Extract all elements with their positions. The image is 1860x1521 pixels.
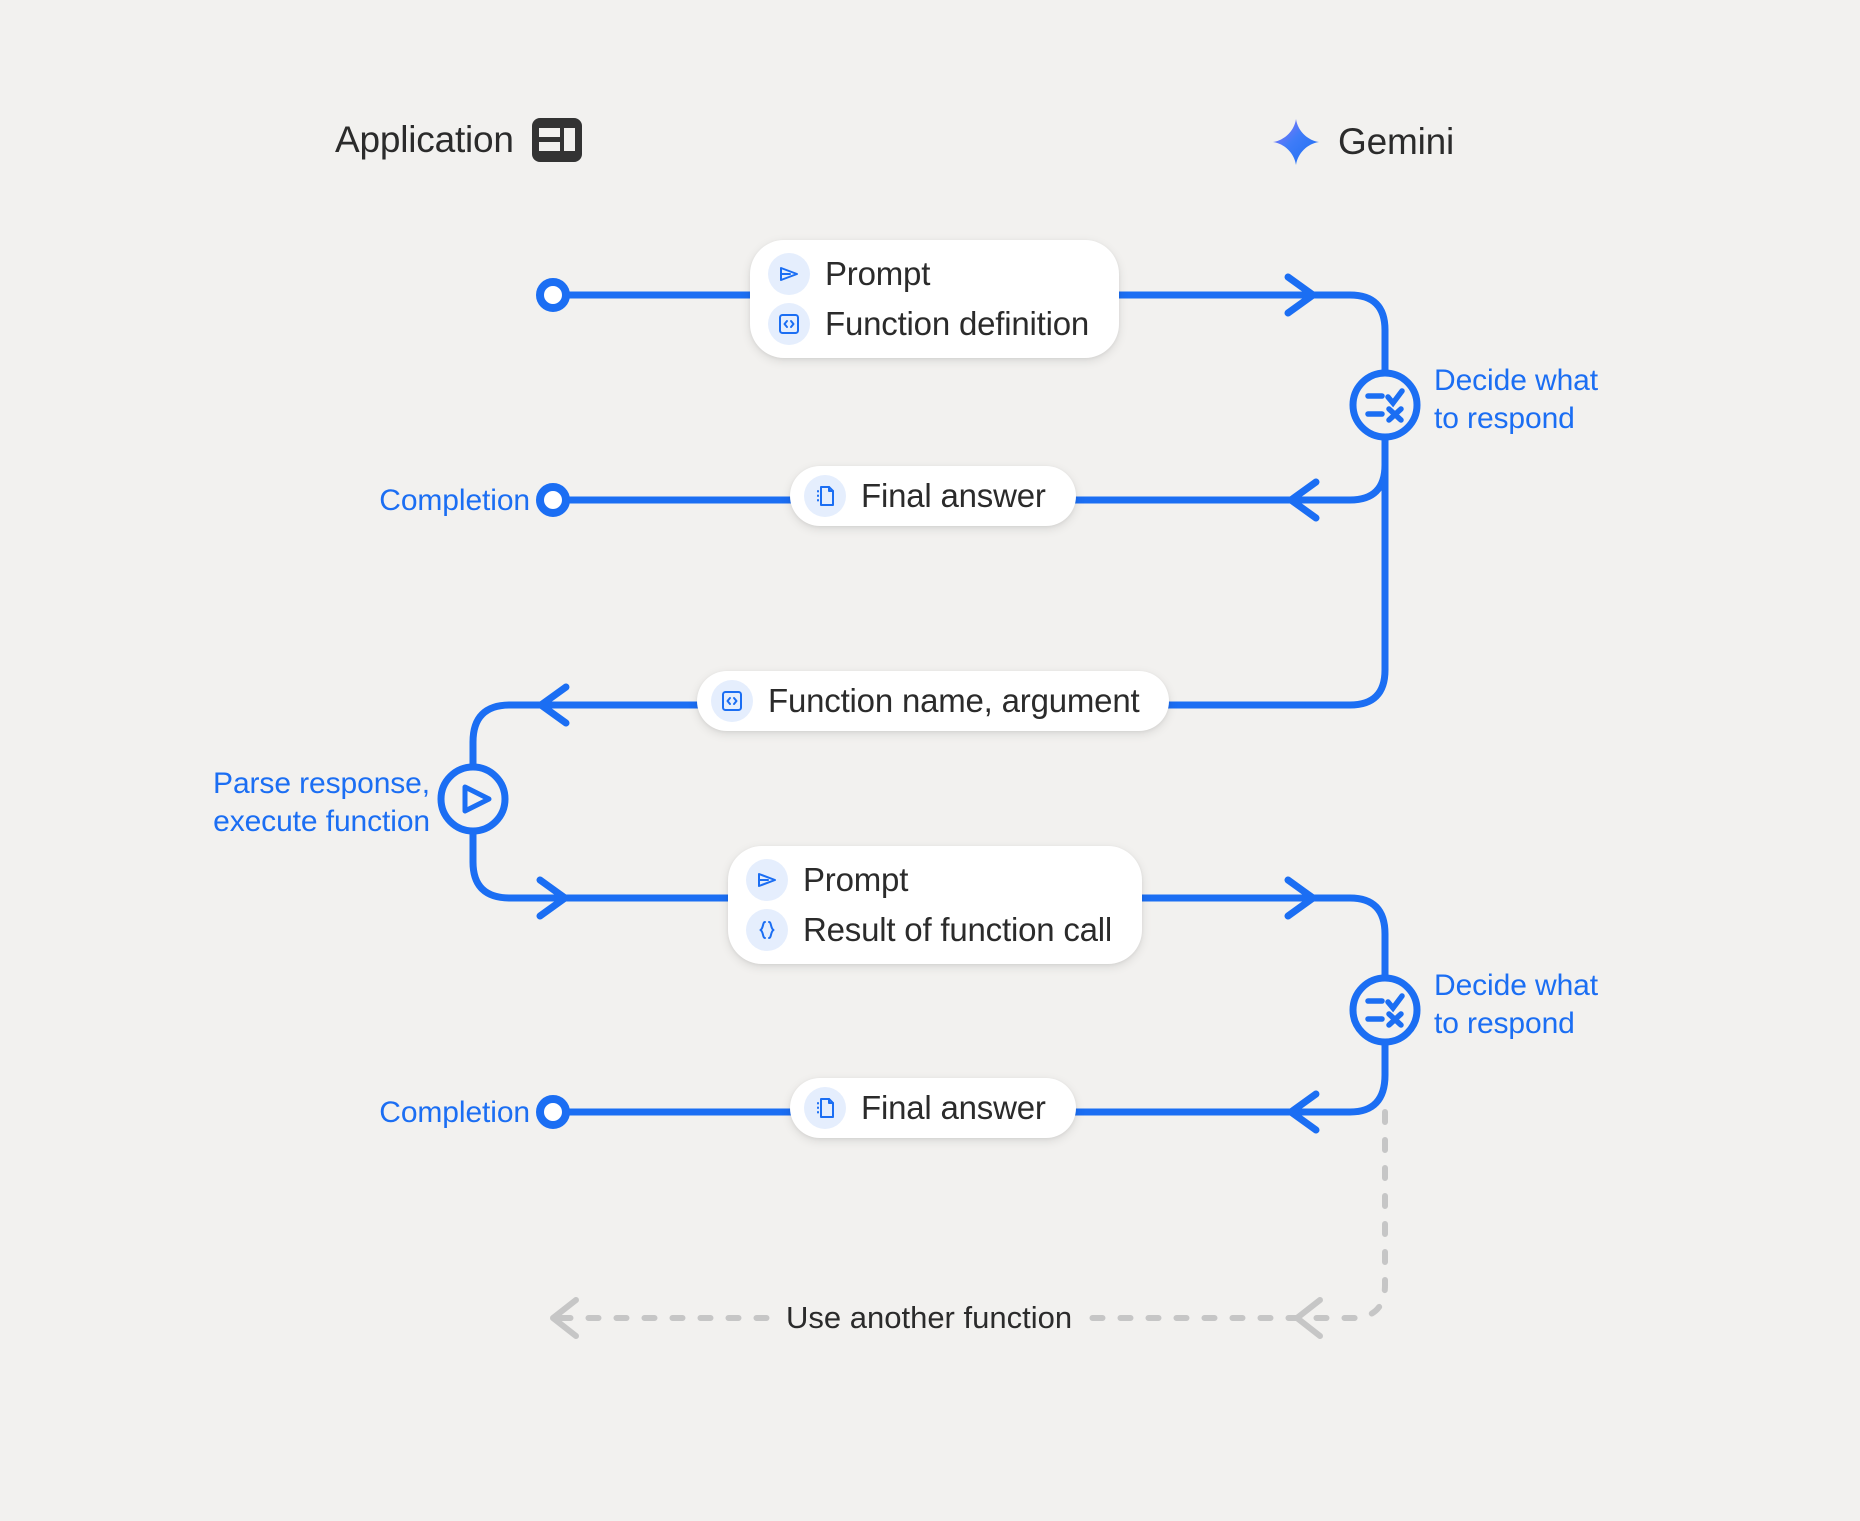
- send-icon: [768, 253, 810, 295]
- card-row: Prompt: [746, 859, 1112, 901]
- card-row: Final answer: [804, 475, 1046, 517]
- message-card-final-answer-1[interactable]: Final answer: [790, 466, 1076, 526]
- annotation-completion-1: Completion: [379, 484, 530, 517]
- checklist-decide-icon: [1365, 388, 1405, 423]
- checklist-decide-icon: [1365, 993, 1405, 1028]
- message-card-prompt-result-of-function-call[interactable]: Prompt Result of function call: [728, 846, 1143, 964]
- parse-execute-node[interactable]: [437, 763, 509, 835]
- card-row: Result of function call: [746, 909, 1112, 951]
- annotation-parse-execute: Parse response, execute function: [213, 767, 430, 838]
- document-icon: [804, 1087, 846, 1129]
- card-row-label: Final answer: [861, 477, 1046, 514]
- annotation-decide-1: Decide what to respond: [1434, 364, 1598, 435]
- decide-node-1[interactable]: [1349, 369, 1421, 441]
- node-start-prompt: [536, 278, 570, 312]
- wire-loop-use-another-function: [557, 1109, 1388, 1321]
- actor-gemini-label: Gemini: [1338, 121, 1454, 162]
- play-icon: [462, 784, 492, 814]
- card-row: Final answer: [804, 1087, 1046, 1129]
- wire-decide-2-down: [1298, 1026, 1389, 1116]
- message-card-prompt-function-definition[interactable]: Prompt Function definition: [750, 240, 1120, 358]
- code-brackets-icon: [711, 680, 753, 722]
- annotation-decide-2: Decide what to respond: [1434, 969, 1598, 1040]
- actor-application: Application: [335, 118, 582, 162]
- card-row-label: Function definition: [825, 305, 1090, 342]
- curly-braces-icon: [746, 909, 788, 951]
- card-row: Function name, argument: [711, 680, 1140, 722]
- card-row: Function definition: [768, 303, 1089, 345]
- card-row: Prompt: [768, 253, 1089, 295]
- send-icon: [746, 859, 788, 901]
- loop-label-use-another-function: Use another function: [770, 1300, 1089, 1336]
- message-card-final-answer-2[interactable]: Final answer: [790, 1078, 1076, 1138]
- card-row-label: Function name, argument: [768, 682, 1140, 719]
- card-row-label: Final answer: [861, 1089, 1046, 1126]
- gemini-sparkle-icon: [1272, 118, 1320, 166]
- document-icon: [804, 475, 846, 517]
- actor-gemini: Gemini: [1272, 118, 1454, 166]
- code-brackets-icon: [768, 303, 810, 345]
- actor-application-label: Application: [335, 119, 514, 160]
- card-row-label: Prompt: [825, 255, 931, 292]
- wire-decide-1-down: [1298, 421, 1389, 709]
- card-row-label: Result of function call: [803, 911, 1113, 948]
- card-row-label: Prompt: [803, 861, 909, 898]
- annotation-completion-2: Completion: [379, 1096, 530, 1129]
- decide-node-2[interactable]: [1349, 974, 1421, 1046]
- app-layout-icon: [531, 118, 582, 162]
- message-card-function-name-argument[interactable]: Function name, argument: [697, 671, 1170, 731]
